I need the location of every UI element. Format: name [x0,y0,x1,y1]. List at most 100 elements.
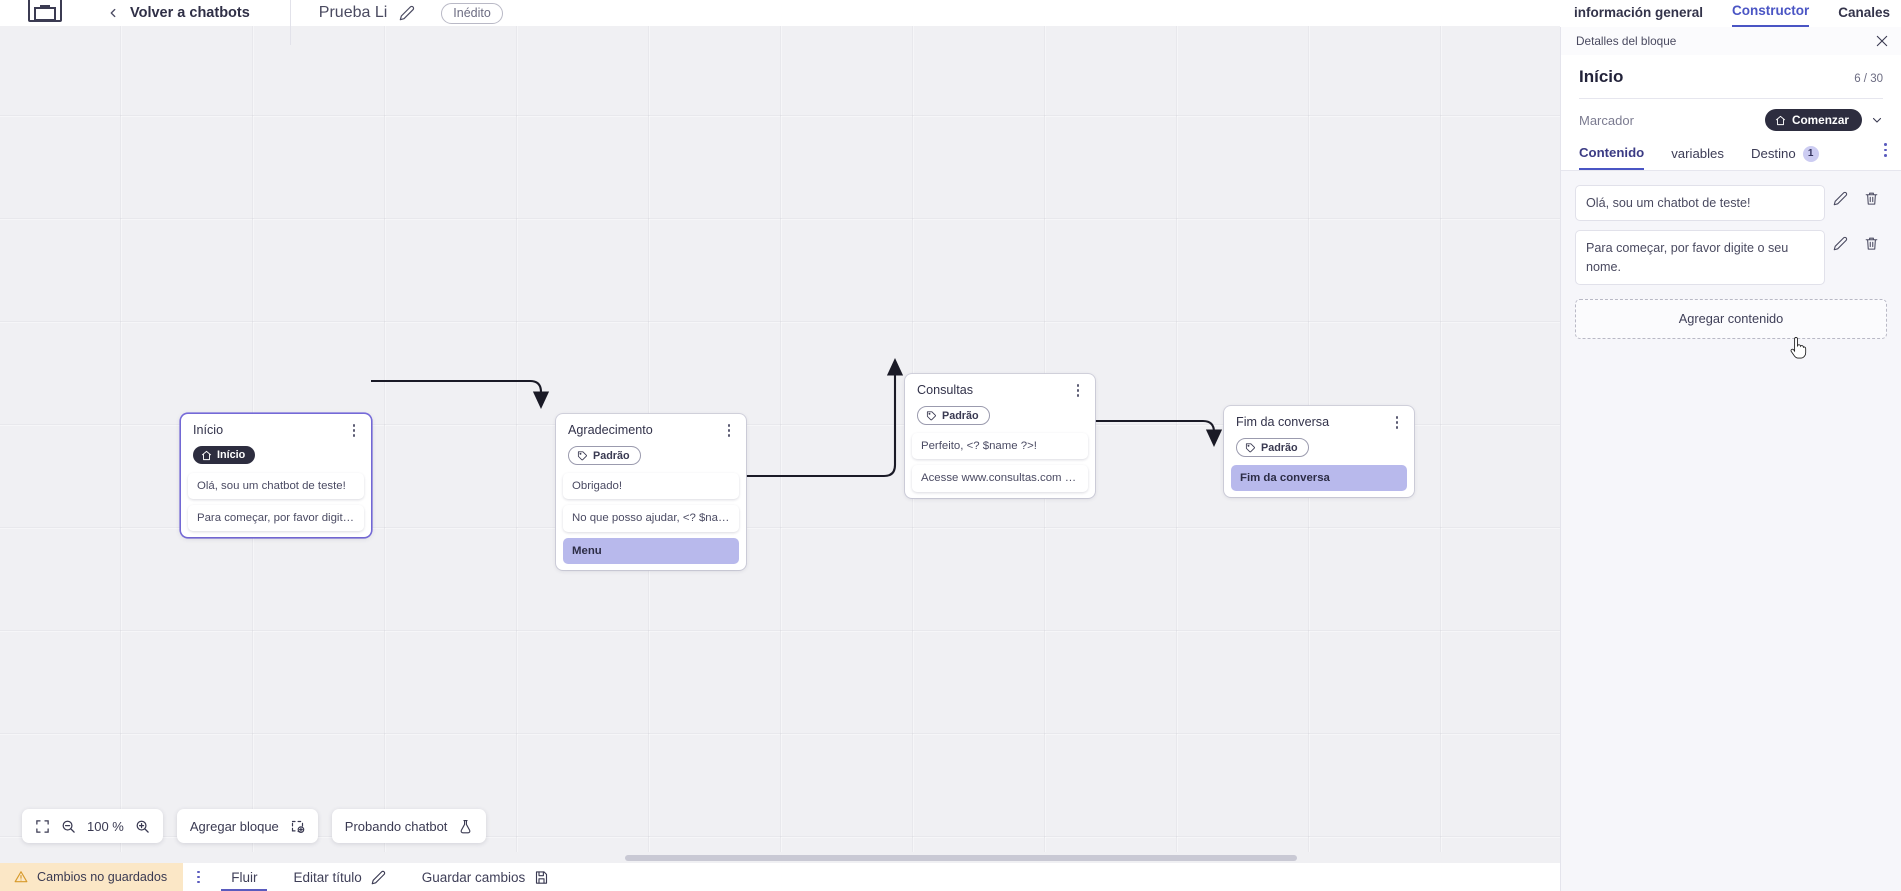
tab-contenido-label: Contenido [1579,145,1645,160]
node-row[interactable]: No que posso ajudar, <? $name ... [563,505,739,532]
tab-contenido[interactable]: Contenido [1579,145,1645,170]
node-menu-icon[interactable] [347,422,361,439]
flow-node-agradecimento[interactable]: Agradecimento Padrão Obrigado! No que po… [556,414,746,570]
chatbot-name: Prueba Li [318,4,388,21]
flow-node-inicio[interactable]: Início Início Olá, sou um chatbot de tes… [181,414,371,537]
panel-header: Detalles del bloque [1561,27,1901,55]
save-changes-button[interactable]: Guardar cambios [404,863,568,891]
edit-title-label: Editar título [293,869,362,885]
node-menu-icon[interactable] [1071,382,1085,399]
unsaved-changes-label: Cambios no guardados [37,870,168,884]
node-row-end[interactable]: Fim da conversa [1231,465,1407,492]
scrollbar-thumb[interactable] [625,854,1297,861]
delete-message-button[interactable] [1856,191,1887,206]
node-row-menu[interactable]: Menu [563,537,739,564]
node-menu-icon[interactable] [1390,414,1404,431]
message-text[interactable]: Olá, sou um chatbot de teste! [1575,185,1825,222]
test-chatbot-button[interactable]: Probando chatbot [331,809,487,843]
status-badge: Inédito [441,2,503,24]
tab-fluir[interactable]: Fluir [213,863,275,891]
zoom-level: 100 % [87,818,124,834]
node-menu-icon[interactable] [722,422,736,439]
add-content-button[interactable]: Agregar contenido [1575,298,1887,339]
chevron-down-icon[interactable] [1871,114,1883,126]
back-to-chatbots-link[interactable]: Volver a chatbots [130,5,250,21]
add-block-label: Agregar bloque [189,818,279,834]
marker-label: Marcador [1579,112,1634,128]
node-row[interactable]: Olá, sou um chatbot de teste! [188,472,364,499]
panel-body: Início 6 / 30 Marcador Comenzar [1561,55,1901,891]
node-badge-start: Início [193,446,256,464]
tag-icon [926,411,936,421]
top-bar: Volver a chatbots Prueba Li Inédito [0,0,1560,45]
panel-tabs-menu-icon[interactable] [1884,143,1887,157]
node-badge-default: Padrão [917,406,990,425]
edit-message-button[interactable] [1825,236,1856,251]
marker-value-badge[interactable]: Comenzar [1764,109,1862,131]
home-icon [1775,115,1786,125]
node-badge-label: Início [217,449,246,461]
trash-icon [1865,237,1878,250]
node-badge-default: Padrão [1236,438,1309,457]
node-row[interactable]: Para começar, por favor digite o ... [188,504,364,531]
add-block-button[interactable]: Agregar bloque [176,809,318,843]
toolbar-divider [289,0,291,45]
panel-tabs: Contenido variables Destino 1 [1561,131,1901,171]
test-chatbot-label: Probando chatbot [344,818,448,834]
edit-message-button[interactable] [1825,191,1856,206]
node-badge-default: Padrão [568,446,641,465]
trash-icon [1865,192,1878,205]
node-badge-label: Padrão [1261,441,1298,454]
message-text[interactable]: Para começar, por favor digite o seu nom… [1575,230,1825,285]
panel-content: Olá, sou um chatbot de teste! [1561,171,1901,891]
node-badge-area: Padrão [1224,433,1414,465]
statusbar-menu-icon[interactable] [183,863,213,891]
node-badge-area: Padrão [905,401,1095,433]
tab-variables[interactable]: variables [1671,146,1724,169]
fit-screen-icon[interactable] [35,819,50,834]
zoom-in-icon[interactable] [135,819,150,834]
panel-title-area: Início 6 / 30 [1561,55,1901,99]
tab-informacion-general[interactable]: información general [1574,5,1704,20]
unsaved-changes-banner: Cambios no guardados [0,863,184,891]
node-row[interactable]: Obrigado! [563,473,739,500]
canvas-toolbar: 100 % Agregar bloque Probando chatbot [22,809,487,843]
flow-edges [371,358,1223,478]
node-title: Fim da conversa [1236,415,1330,429]
node-badge-area: Início [181,441,371,473]
delete-message-button[interactable] [1856,236,1887,251]
node-badge-label: Padrão [942,409,979,422]
close-icon[interactable] [1875,34,1889,48]
node-rows: Fim da conversa [1224,465,1414,492]
flow-node-consultas[interactable]: Consultas Padrão Perfeito, <? $name ?>! … [905,374,1095,498]
canvas-horizontal-scrollbar[interactable] [0,852,1560,863]
message-item: Olá, sou um chatbot de teste! [1575,185,1887,222]
node-title: Consultas [917,383,974,397]
flow-canvas[interactable]: Início Início Olá, sou um chatbot de tes… [0,26,1560,863]
node-rows: Olá, sou um chatbot de teste! Para começ… [181,472,371,531]
node-title: Agradecimento [568,423,653,437]
message-item: Para começar, por favor digite o seu nom… [1575,230,1887,285]
tab-variables-label: variables [1671,146,1724,161]
tab-destino[interactable]: Destino 1 [1751,145,1819,170]
tab-canales[interactable]: Canales [1838,5,1891,20]
marker-row: Marcador Comenzar [1561,99,1901,131]
block-details-panel: Detalles del bloque Início 6 / 30 Marcad… [1560,27,1901,891]
flow-node-fim-da-conversa[interactable]: Fim da conversa Padrão Fim da conversa [1224,406,1414,498]
node-badge-label: Padrão [593,449,630,462]
warning-icon [14,871,28,883]
panel-title: Início [1579,67,1624,86]
pencil-icon[interactable] [399,5,415,21]
flask-icon [460,819,471,833]
bottom-status-bar: Cambios no guardados Fluir Editar título… [0,863,1560,891]
zoom-out-icon[interactable] [61,819,76,834]
zoom-controls: 100 % [22,809,163,843]
node-row[interactable]: Perfeito, <? $name ?>! [912,433,1088,460]
pencil-icon [1833,237,1848,251]
edit-title-button[interactable]: Editar título [275,863,403,891]
node-row[interactable]: Acesse www.consultas.com par... [912,465,1088,492]
tab-constructor[interactable]: Constructor [1732,3,1810,27]
back-chevron-icon[interactable] [106,6,120,20]
top-right-tabs: información general Constructor Canales [1560,0,1901,27]
node-badge-area: Padrão [556,441,746,473]
